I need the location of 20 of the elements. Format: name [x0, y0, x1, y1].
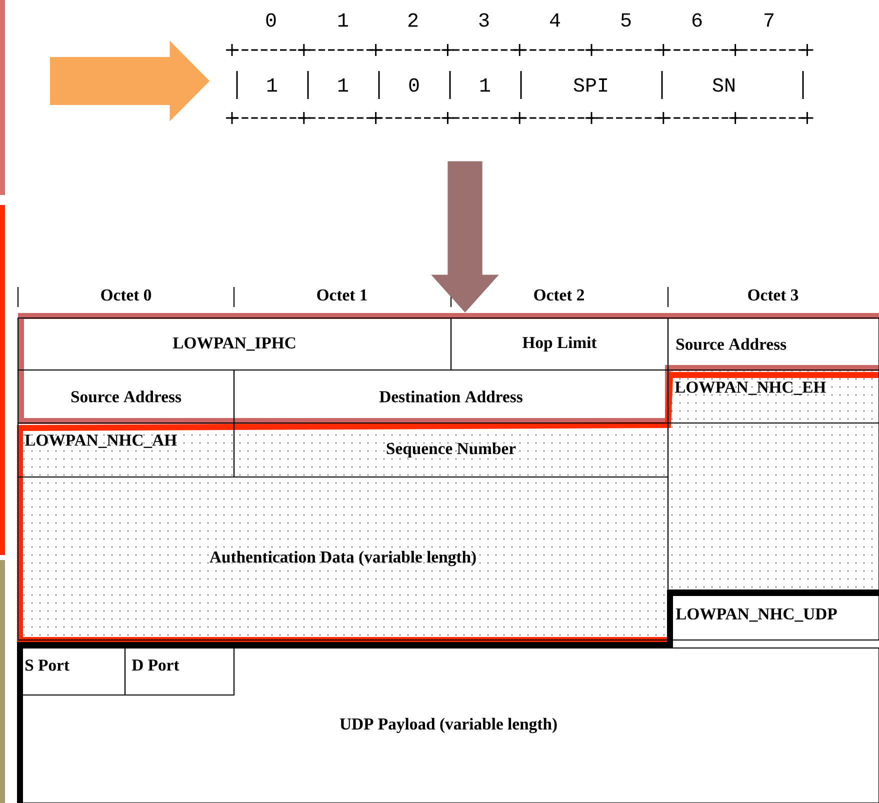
column-header: Octet 2: [534, 289, 584, 301]
field-cell: Source Address: [17, 369, 235, 424]
field-cell: LOWPAN_NHC_UDP: [667, 589, 879, 641]
field-cell: Destination Address: [233, 369, 669, 424]
boundary-frame: [17, 590, 879, 803]
field-cell: Sequence Number: [233, 422, 669, 478]
field-cell: D Port: [124, 647, 235, 696]
field-cell: LOWPAN_NHC_EH: [667, 369, 879, 424]
field-cell: Hop Limit: [450, 317, 669, 371]
bit-table: 0 1 2 3 4 5 6 7 1 1 0 1 SPI SN: [225, 13, 814, 125]
field-cell: S Port: [17, 647, 126, 696]
column-header: Octet 0: [101, 289, 152, 301]
field-cell: Authentication Data (variable length): [17, 476, 669, 641]
field-cell: Source Address: [667, 317, 879, 371]
field-cell: LOWPAN_NHC_AH: [17, 422, 235, 478]
boundary-frame: [17, 372, 879, 643]
column-header: Octet 1: [317, 289, 367, 301]
boundary-frame: [18, 313, 879, 424]
field-cell: LOWPAN_IPHC: [17, 317, 452, 371]
column-header: Octet 3: [748, 289, 798, 301]
